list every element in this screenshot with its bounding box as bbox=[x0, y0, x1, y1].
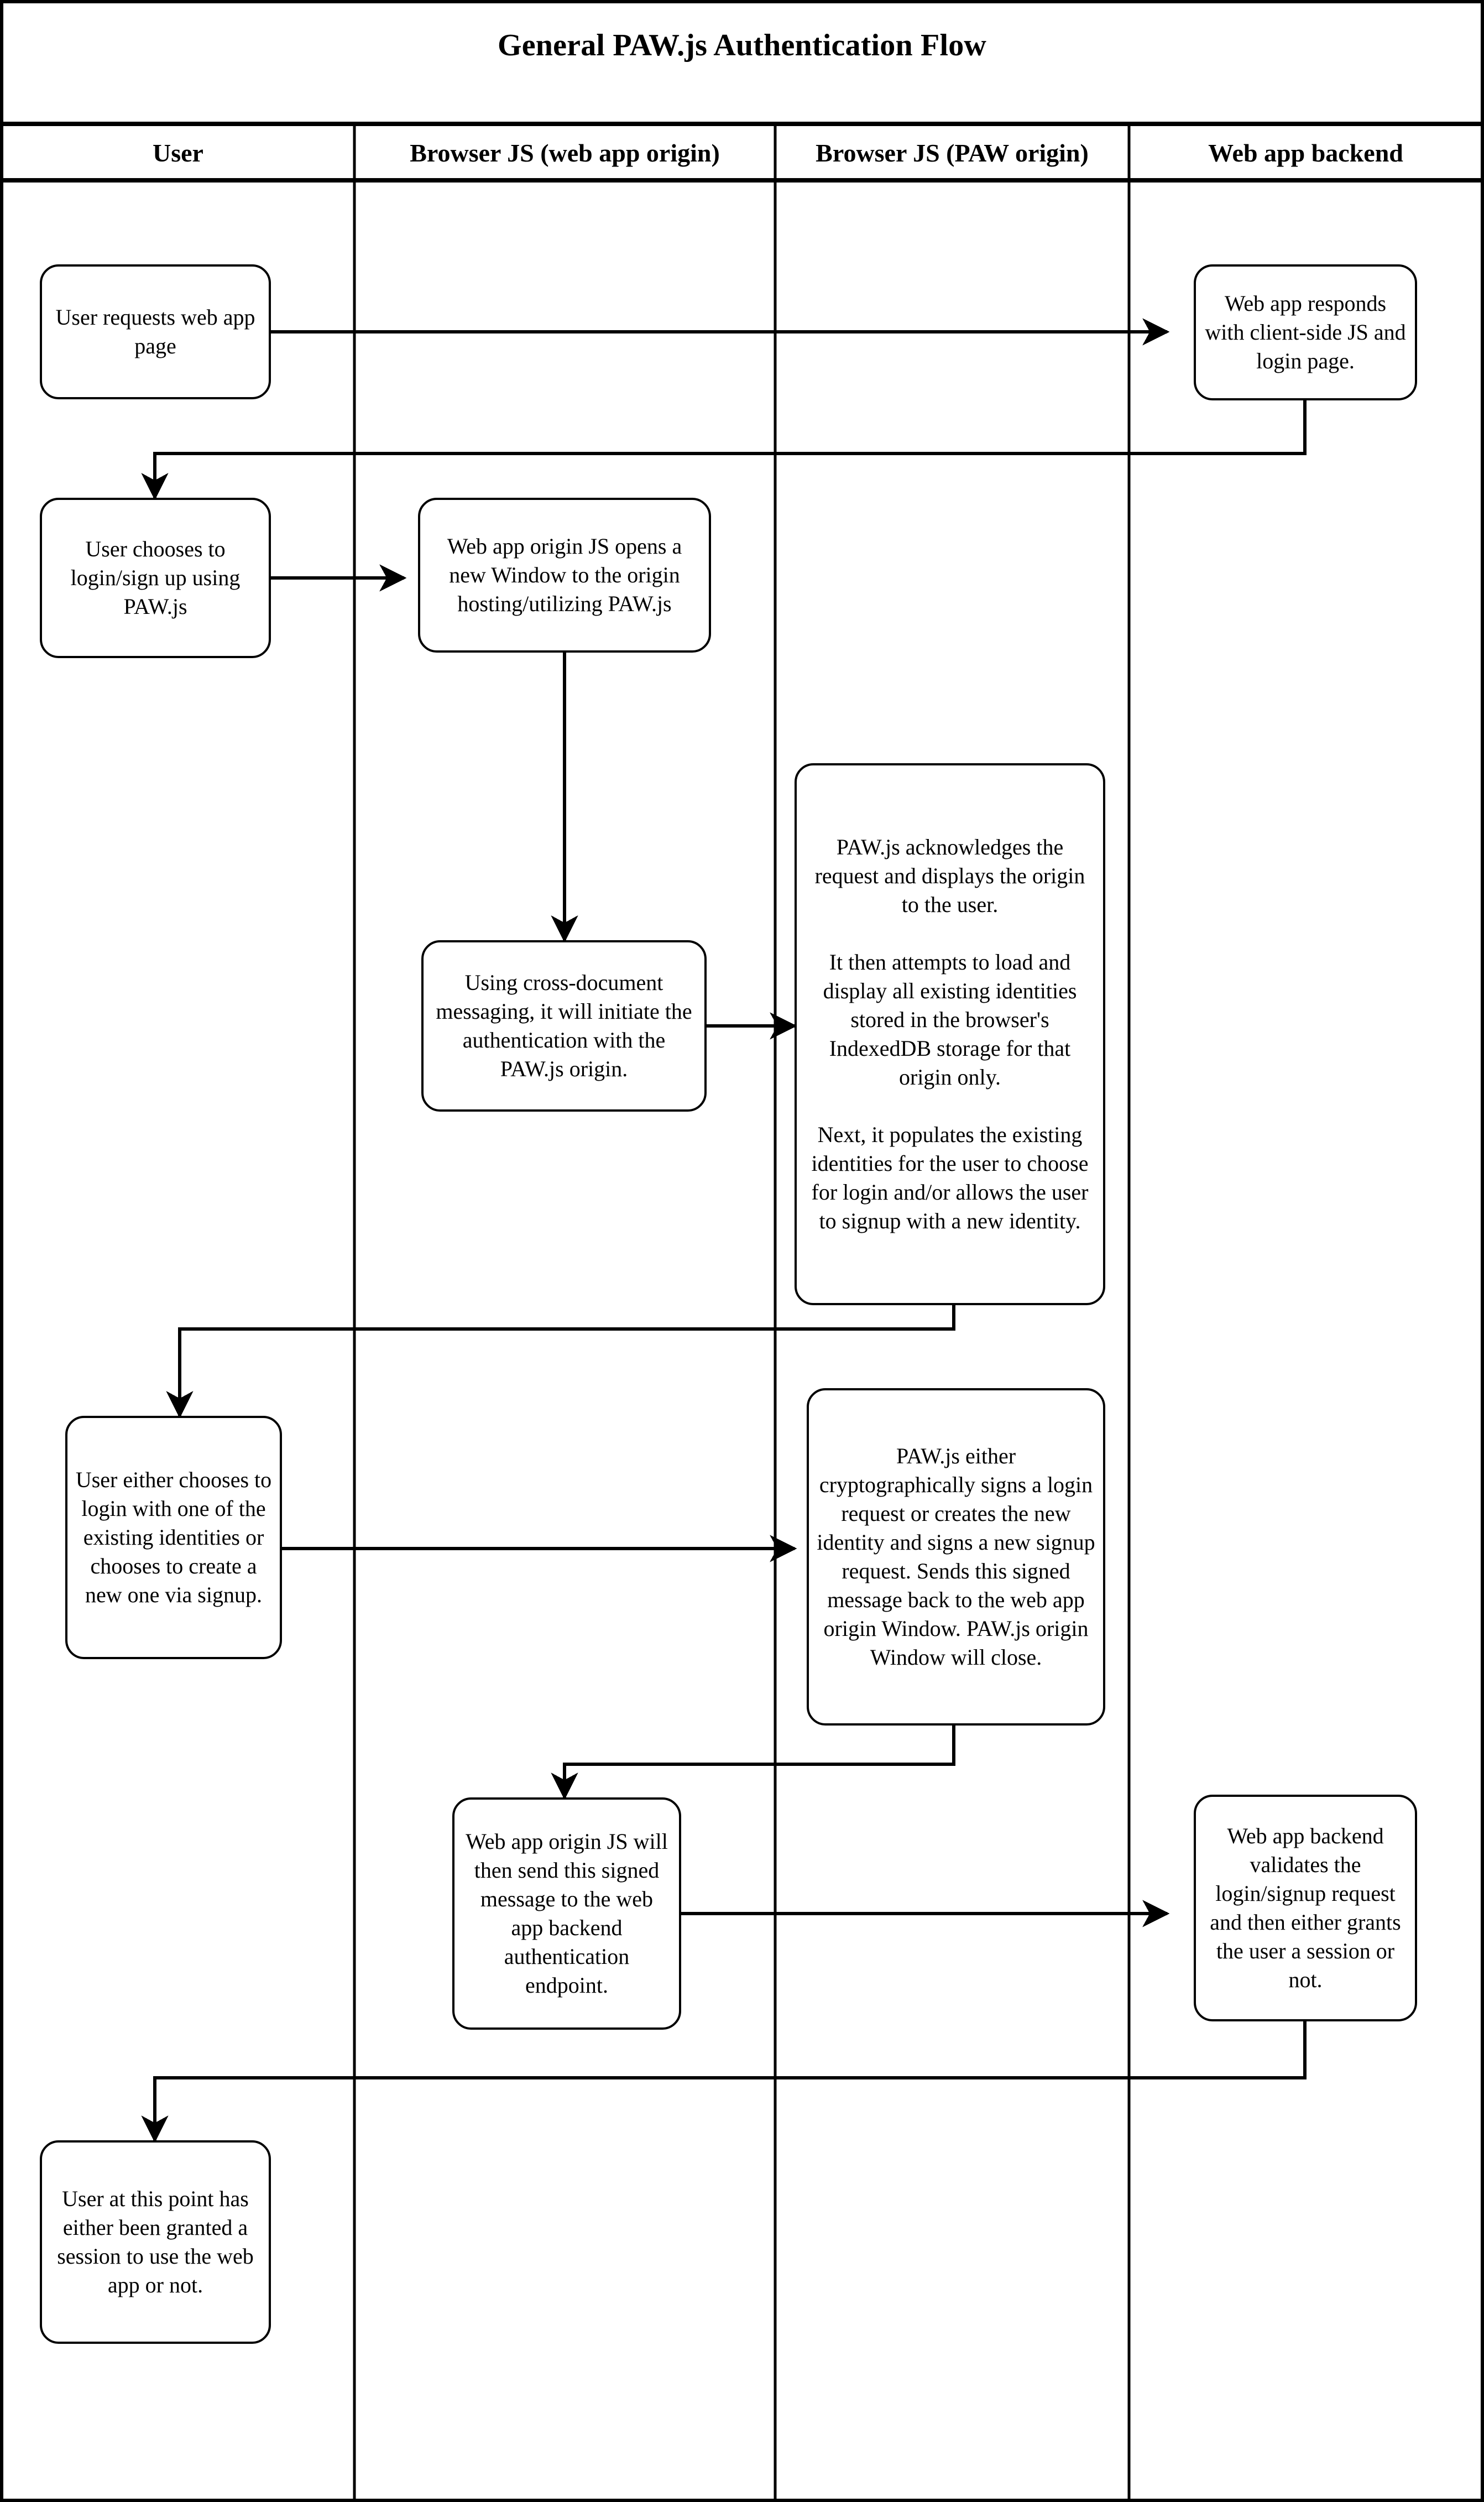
node-paragraph: Next, it populates the existing identiti… bbox=[811, 1122, 1089, 1233]
lane-header-webapp-js: Browser JS (web app origin) bbox=[410, 138, 720, 167]
node-text: User requests web app page bbox=[50, 303, 261, 361]
node-paragraph: PAW.js acknowledges the request and disp… bbox=[814, 835, 1085, 917]
node-paragraph: User either chooses to login with one of… bbox=[75, 1467, 272, 1607]
node-text: Web app backend validates the login/sign… bbox=[1204, 1822, 1407, 1994]
node-cross-document-messaging[interactable]: Using cross-document messaging, it will … bbox=[421, 940, 707, 1112]
node-paragraph: PAW.js either cryptographically signs a … bbox=[817, 1443, 1095, 1670]
node-paragraph: It then attempts to load and display all… bbox=[823, 950, 1077, 1090]
node-paragraph: Web app origin JS opens a new Window to … bbox=[447, 534, 682, 616]
node-backend-validates[interactable]: Web app backend validates the login/sign… bbox=[1194, 1795, 1417, 2021]
node-webapp-responds[interactable]: Web app responds with client-side JS and… bbox=[1194, 264, 1417, 400]
node-text: Web app origin JS opens a new Window to … bbox=[428, 532, 701, 618]
node-text: User at this point has either been grant… bbox=[50, 2185, 261, 2300]
edge-n10-n11 bbox=[141, 2021, 1307, 2143]
lane-header-paw-js: Browser JS (PAW origin) bbox=[816, 138, 1089, 167]
node-text: Web app responds with client-side JS and… bbox=[1204, 289, 1407, 376]
node-paragraph: User at this point has either been grant… bbox=[57, 2186, 254, 2297]
node-user-requests-page[interactable]: User requests web app page bbox=[40, 264, 271, 399]
node-text: Using cross-document messaging, it will … bbox=[431, 968, 697, 1083]
node-paragraph: Web app responds with client-side JS and… bbox=[1205, 291, 1406, 373]
node-webapp-opens-window[interactable]: Web app origin JS opens a new Window to … bbox=[418, 498, 711, 653]
node-pawjs-signs-request[interactable]: PAW.js either cryptographically signs a … bbox=[807, 1388, 1105, 1726]
edge-n2-n3 bbox=[141, 400, 1307, 501]
lane-header-backend: Web app backend bbox=[1208, 138, 1403, 167]
node-text: Web app origin JS will then send this si… bbox=[462, 1827, 671, 2000]
node-text: User chooses to login/sign up using PAW.… bbox=[50, 535, 261, 621]
node-paragraph: Web app backend validates the login/sign… bbox=[1210, 1823, 1401, 1992]
node-paragraph: Web app origin JS will then send this si… bbox=[466, 1829, 668, 1998]
node-webapp-sends-to-backend[interactable]: Web app origin JS will then send this si… bbox=[452, 1797, 681, 2030]
node-paragraph: User requests web app page bbox=[55, 305, 255, 358]
node-text: PAW.js acknowledges the request and disp… bbox=[804, 833, 1095, 1236]
node-pawjs-acknowledges[interactable]: PAW.js acknowledges the request and disp… bbox=[795, 763, 1105, 1305]
node-user-chooses-login[interactable]: User chooses to login/sign up using PAW.… bbox=[40, 498, 271, 658]
node-text: PAW.js either cryptographically signs a … bbox=[817, 1442, 1095, 1672]
node-text: User either chooses to login with one of… bbox=[75, 1466, 272, 1609]
node-user-chooses-identity[interactable]: User either chooses to login with one of… bbox=[65, 1416, 282, 1659]
edge-n8-n9 bbox=[551, 1726, 955, 1800]
node-paragraph: Using cross-document messaging, it will … bbox=[436, 970, 692, 1081]
edge-n6-n7 bbox=[166, 1305, 955, 1419]
lane-header-user: User bbox=[153, 138, 203, 167]
node-paragraph: User chooses to login/sign up using PAW.… bbox=[70, 536, 241, 619]
diagram-title: General PAW.js Authentication Flow bbox=[497, 28, 987, 62]
node-user-session-result[interactable]: User at this point has either been grant… bbox=[40, 2140, 271, 2344]
